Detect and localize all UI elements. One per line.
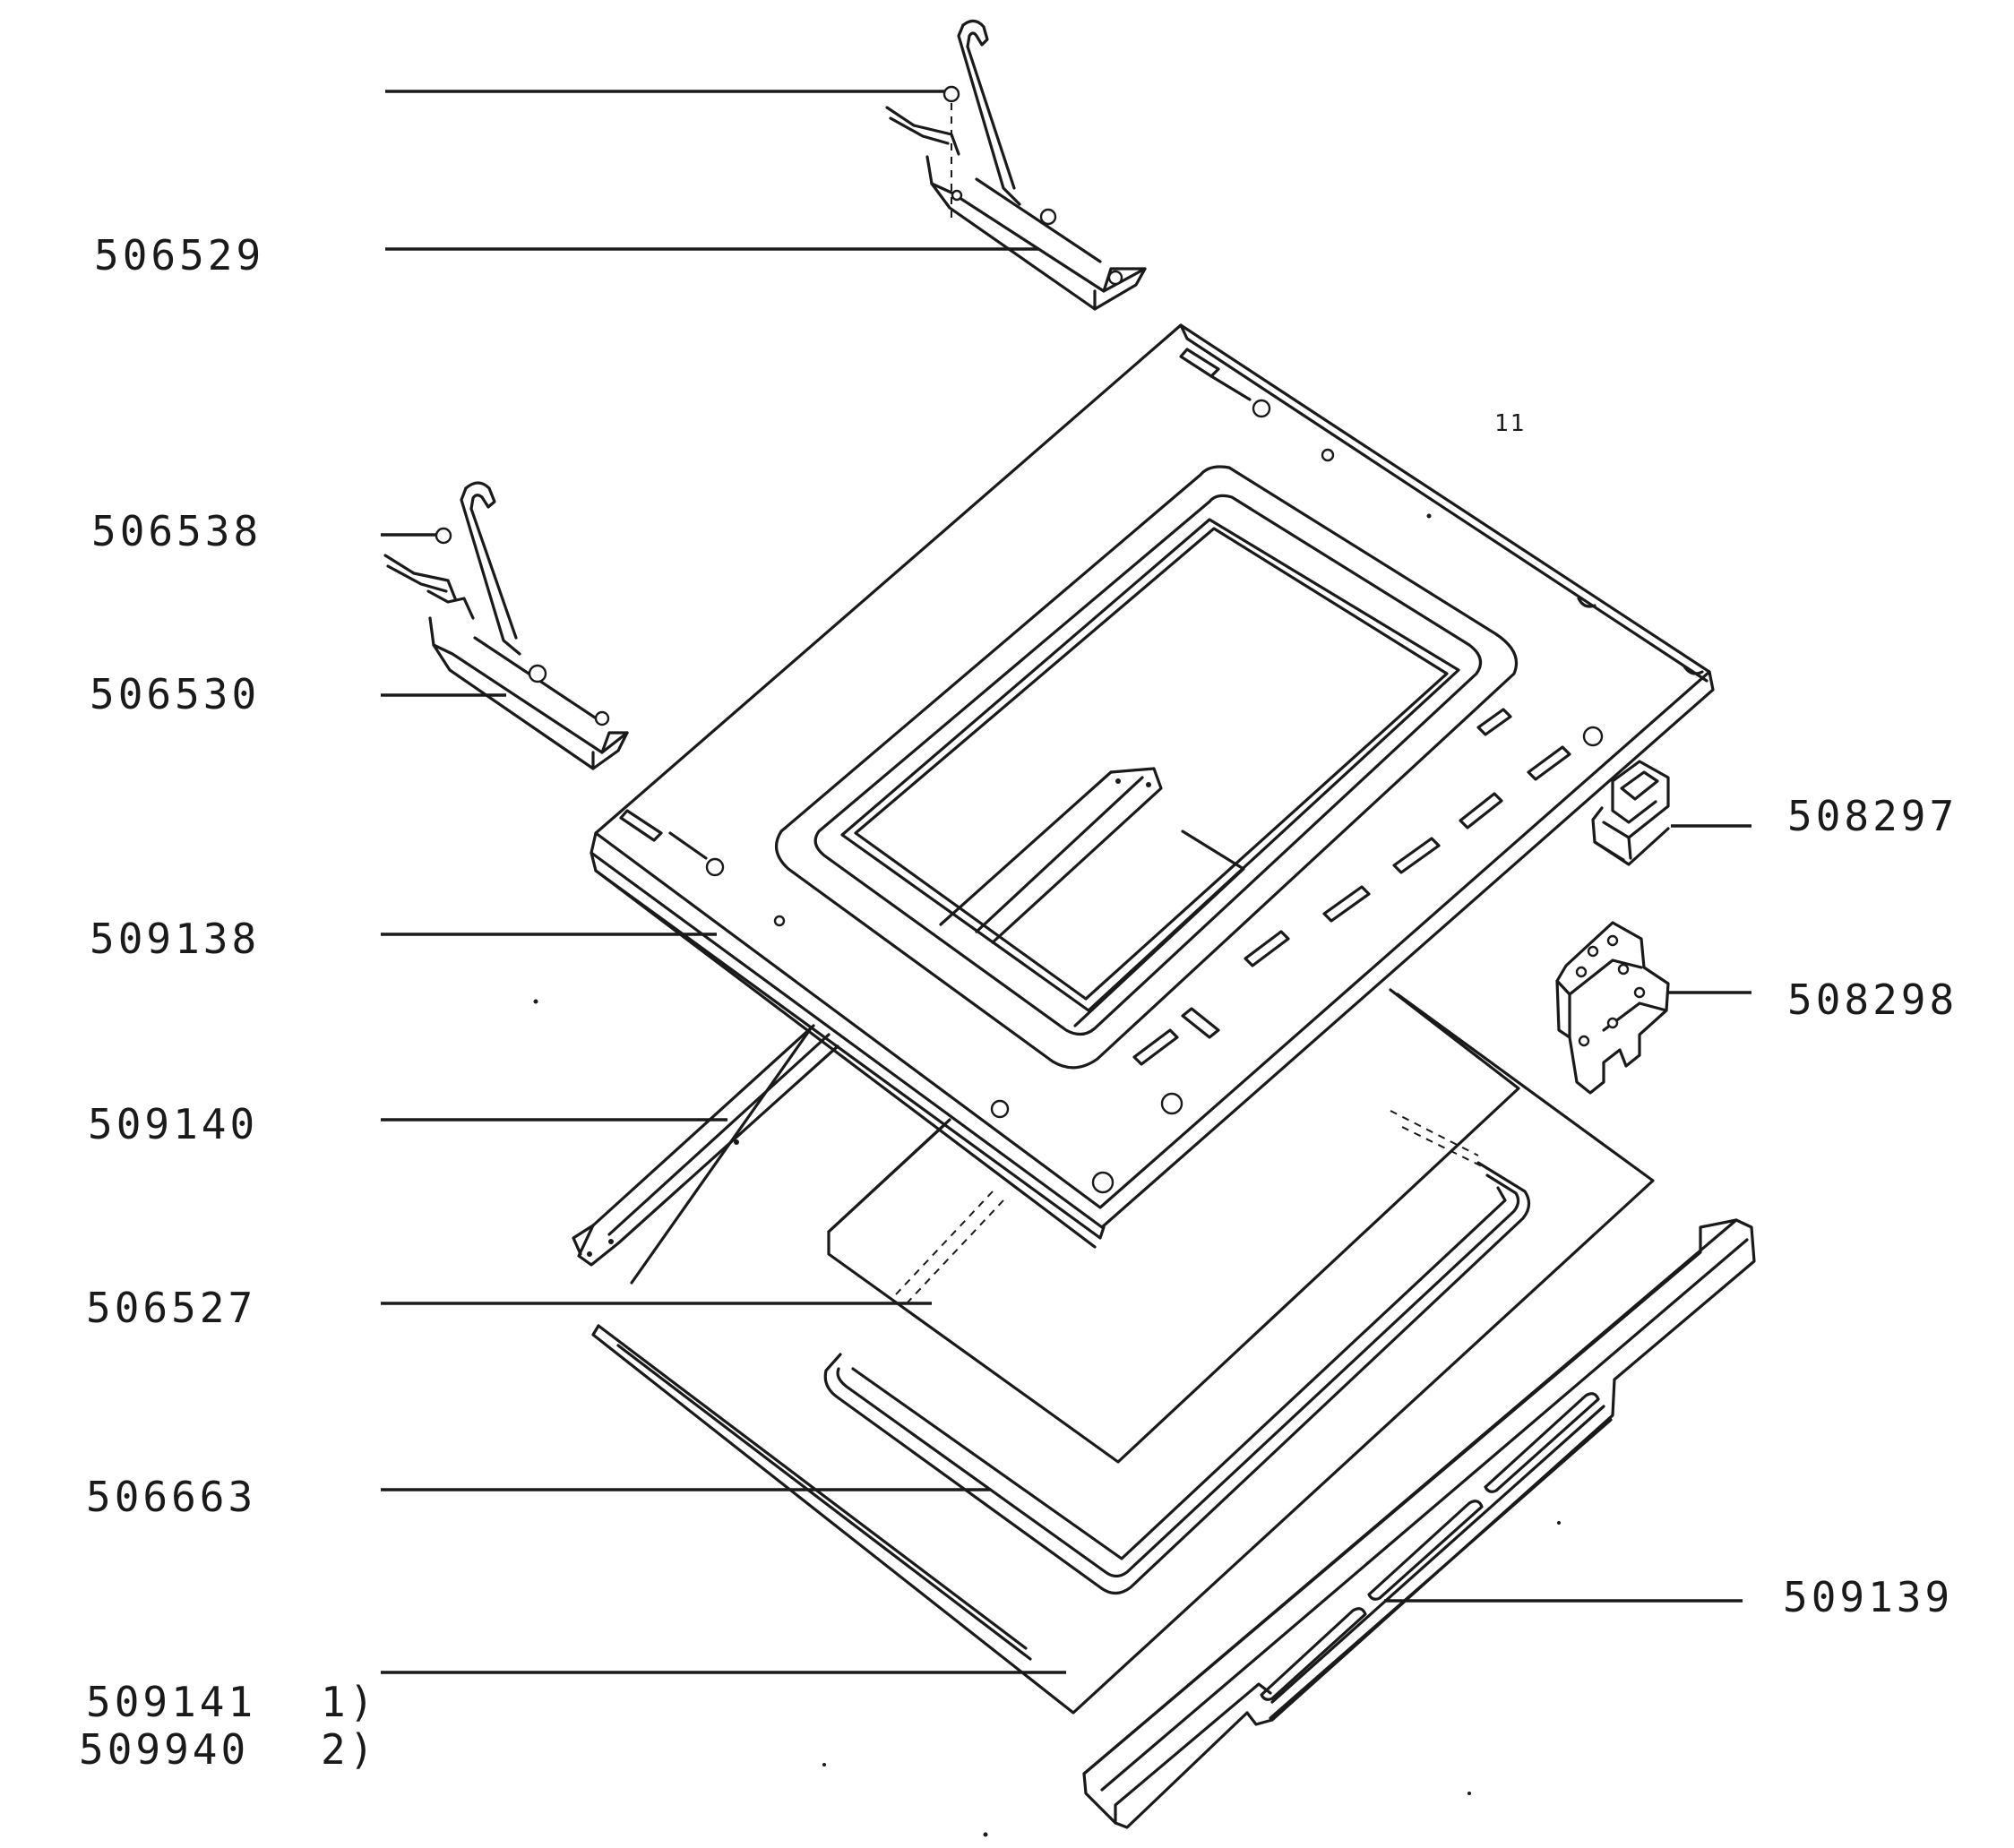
handle-strip — [1082, 1218, 1756, 1829]
label-506529: 506529 — [94, 231, 265, 279]
hinge-left — [383, 481, 629, 770]
leader-lines — [381, 90, 1751, 1674]
label-506663: 506663 — [86, 1473, 257, 1521]
label-509940: 509940 — [79, 1725, 250, 1774]
label-509140: 509140 — [88, 1100, 259, 1148]
label-506538: 506538 — [91, 507, 263, 555]
label-509141: 509141 — [86, 1678, 257, 1726]
label-509138: 509138 — [90, 915, 261, 963]
glass-seal — [823, 1161, 1531, 1595]
bracket-upper — [1591, 760, 1670, 866]
label-509139: 509139 — [1783, 1573, 1954, 1621]
hinge-top — [885, 19, 1147, 311]
bracket-lower — [1555, 921, 1670, 1095]
label-506527: 506527 — [86, 1284, 257, 1332]
outer-glass — [591, 993, 1655, 1715]
label-506530: 506530 — [90, 670, 261, 718]
label-508298: 508298 — [1787, 976, 1958, 1024]
panel-slots — [1132, 708, 1571, 1066]
inner-glass — [827, 988, 1520, 1464]
side-strip — [572, 1024, 839, 1267]
footnote-1: 1) — [321, 1678, 378, 1726]
stray-mark: 11 — [1494, 410, 1527, 437]
inner-door-panel — [590, 323, 1715, 1249]
label-508297: 508297 — [1787, 792, 1958, 840]
footnote-2: 2) — [321, 1725, 378, 1774]
